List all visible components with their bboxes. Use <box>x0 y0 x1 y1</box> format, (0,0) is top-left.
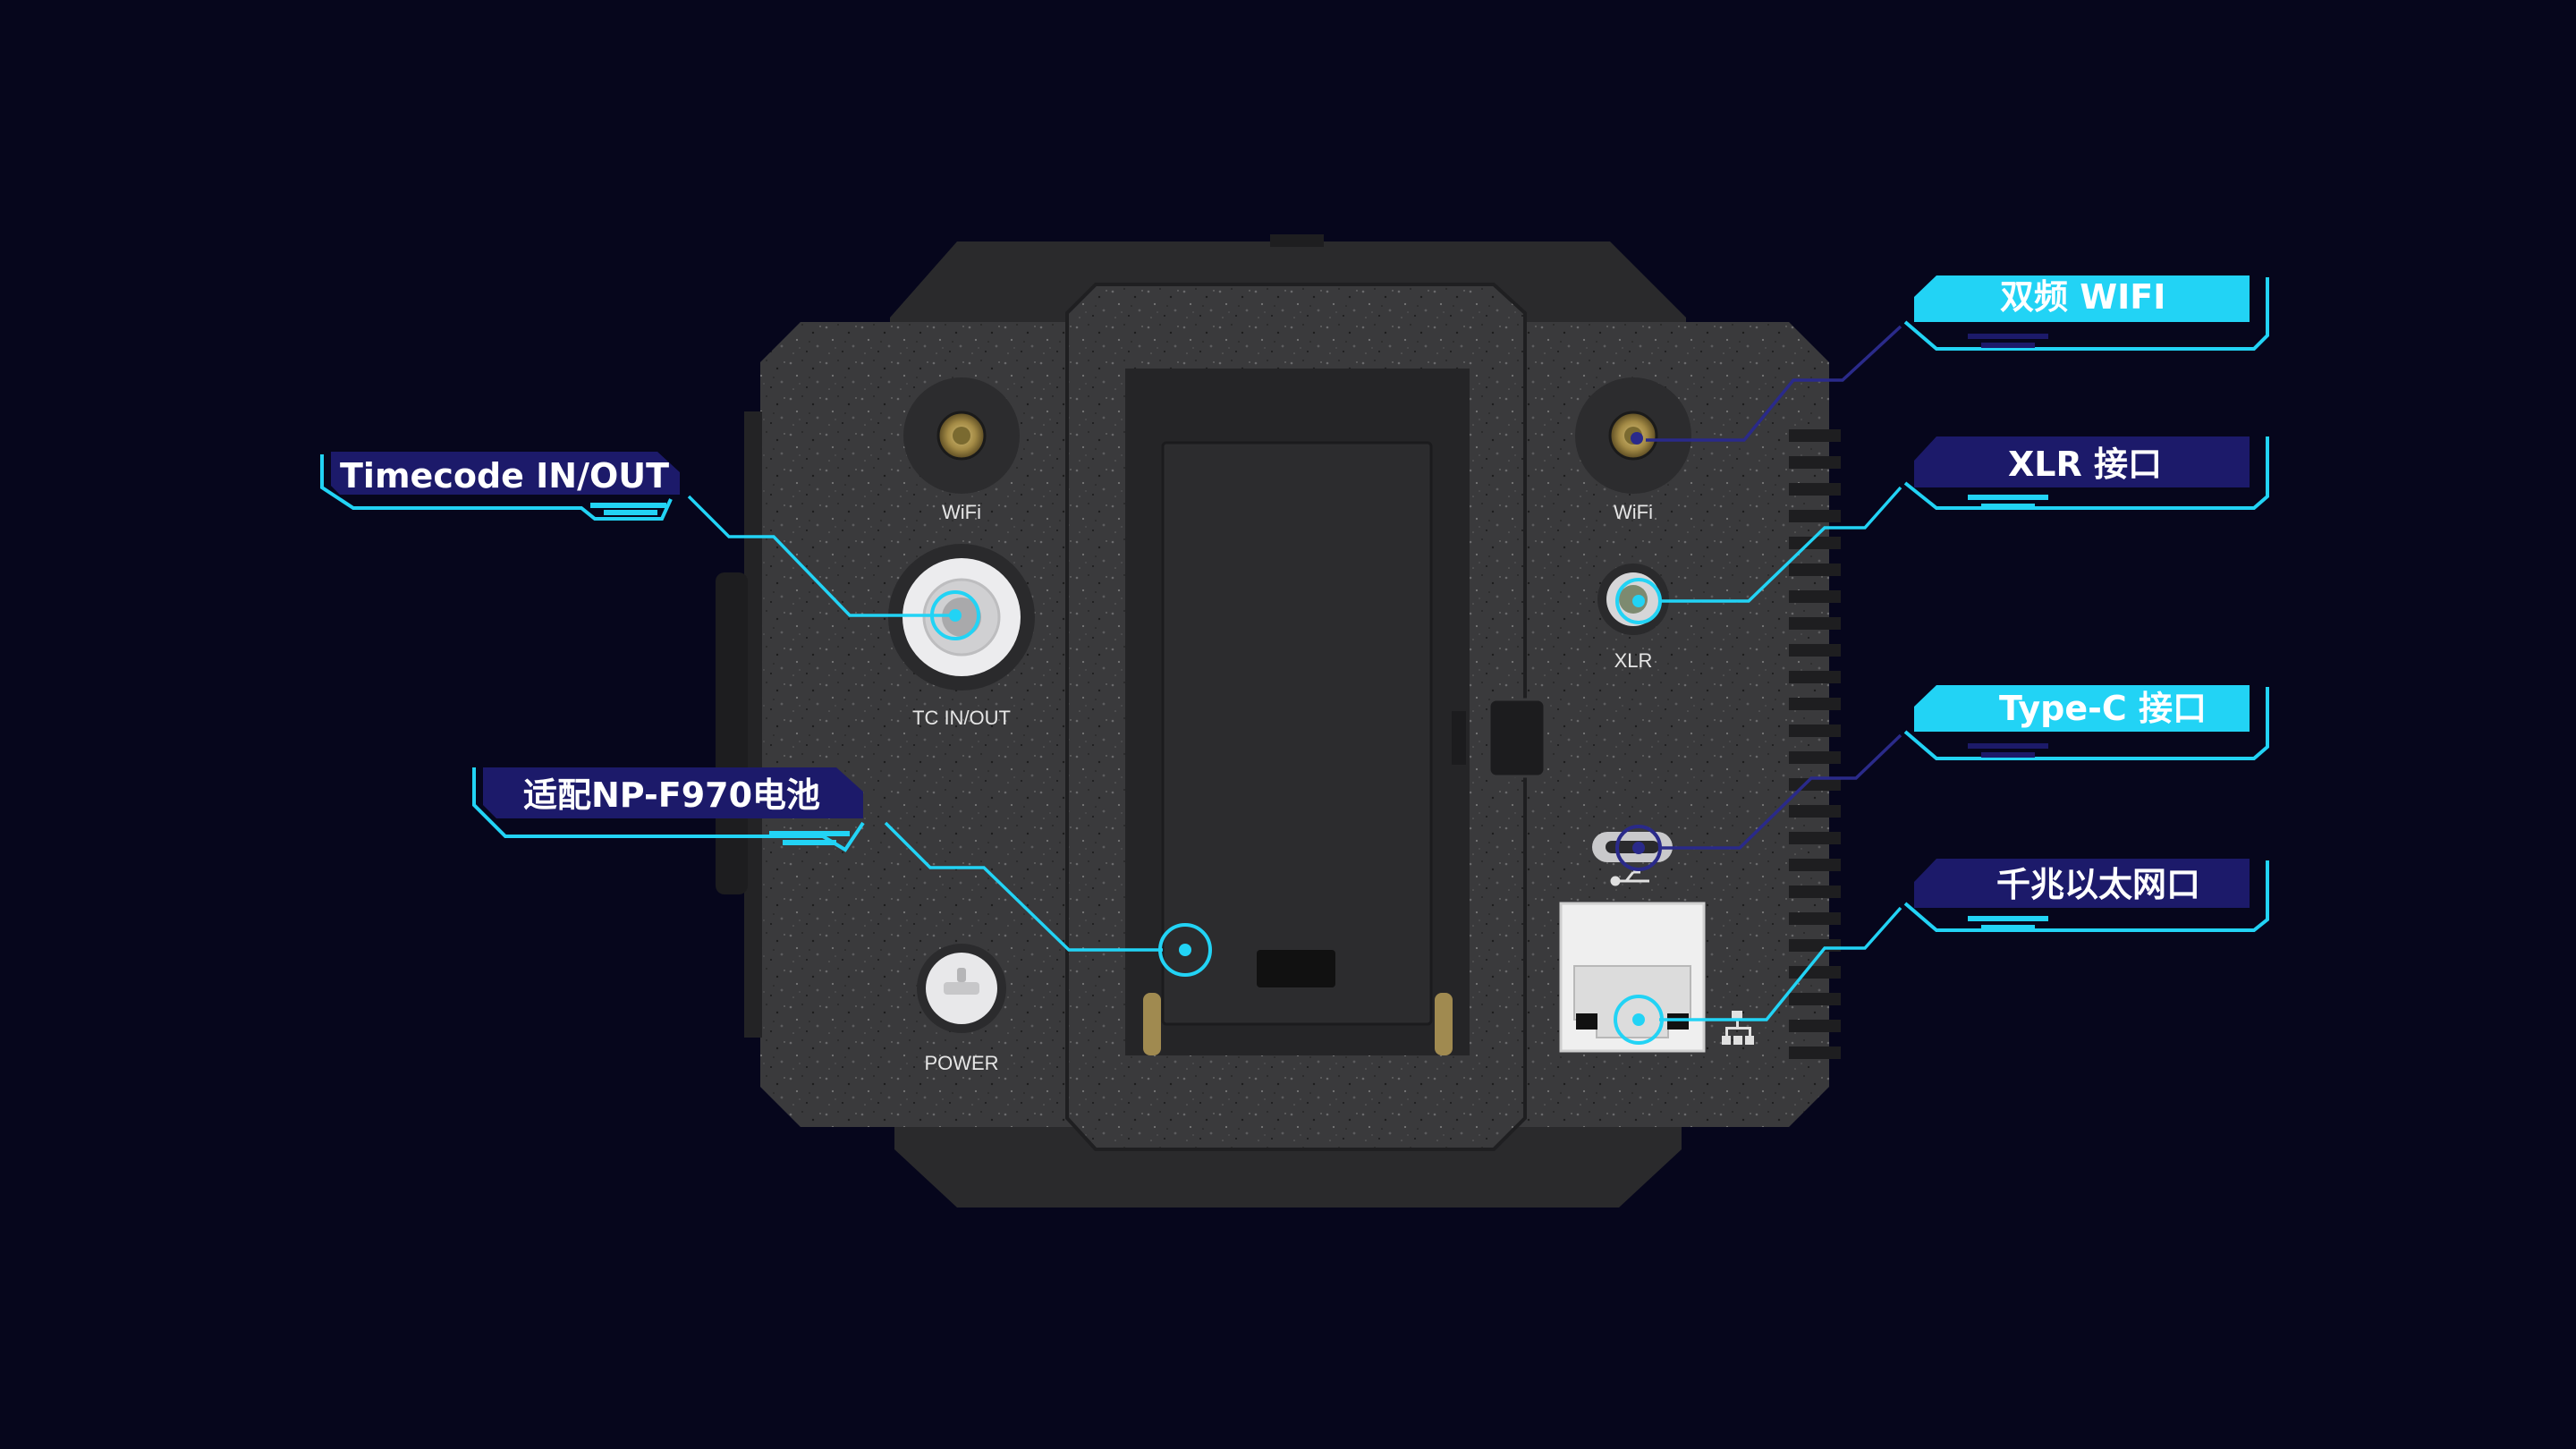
callout-xlr-ring <box>1615 578 1662 624</box>
callout-ethernet-frame <box>1903 860 2269 932</box>
wifi-left-label: WiFi <box>942 501 981 523</box>
callout-timecode-text: Timecode IN/OUT <box>340 456 669 496</box>
callout-dual-wifi-stripes <box>1968 334 2048 348</box>
callout-xlr-tag <box>1914 436 2250 487</box>
callout-ethernet-dot <box>1632 1013 1645 1026</box>
callout-ethernet-tag <box>1914 859 2250 908</box>
callout-battery-tag <box>483 767 863 818</box>
callout-ethernet-text: 千兆以太网口 <box>1996 865 2200 904</box>
wifi-right-label: WiFi <box>1614 501 1653 523</box>
battery-side-clip <box>1452 711 1466 765</box>
device-right-fins <box>1789 429 1841 1059</box>
callout-battery-ring <box>1158 923 1212 977</box>
callout-typec: Type-C 接口 <box>1615 685 2269 871</box>
power-label: POWER <box>924 1052 998 1074</box>
callout-typec-stripes <box>1968 743 2048 758</box>
callout-dual-wifi-dot <box>1631 432 1643 445</box>
device-top-notch <box>1270 234 1324 247</box>
callout-dual-wifi-leader <box>1646 325 1902 442</box>
callout-battery-frame <box>472 767 865 852</box>
battery-release-latch[interactable] <box>1487 698 1546 778</box>
callout-xlr: XLR 接口 <box>1615 436 2269 624</box>
callout-timecode-tag <box>331 452 680 495</box>
callout-xlr-dot <box>1632 595 1645 607</box>
callout-timecode-stripes <box>590 503 666 515</box>
callout-dual-wifi-frame <box>1903 277 2269 351</box>
device-left-fins <box>716 411 762 1038</box>
callout-battery-text: 适配NP-F970电池 <box>523 775 820 815</box>
callout-ethernet: 千兆以太网口 <box>1614 859 2269 1045</box>
callout-dual-wifi: 双频 WIFI <box>1631 275 2269 445</box>
tc-connector <box>888 544 1035 691</box>
battery-slot-inner <box>1161 441 1433 1026</box>
wifi-connector-left <box>903 377 1020 494</box>
callout-timecode-ring <box>930 590 980 640</box>
callout-timecode-frame <box>320 454 673 521</box>
callout-battery-stripes <box>769 831 850 845</box>
callout-timecode: Timecode IN/OUT <box>320 452 980 640</box>
callout-typec-ring <box>1615 825 1662 871</box>
callout-dual-wifi-tag <box>1914 275 2250 322</box>
usb-icon <box>1610 870 1649 886</box>
callout-ethernet-ring <box>1614 995 1664 1045</box>
callout-xlr-frame <box>1903 436 2269 510</box>
callout-typec-text: Type-C 接口 <box>1999 689 2207 728</box>
device: WiFi TC IN/OUT POWER WiFi <box>716 234 1841 1208</box>
xlr-label: XLR <box>1614 649 1653 672</box>
callout-xlr-stripes <box>1968 495 2048 509</box>
callout-timecode-leader <box>687 495 953 617</box>
tc-label: TC IN/OUT <box>912 707 1011 729</box>
power-button[interactable] <box>917 944 1006 1033</box>
callout-dual-wifi-text: 双频 WIFI <box>2000 277 2165 317</box>
callout-battery-dot <box>1179 944 1191 956</box>
callout-typec-tag <box>1914 685 2250 732</box>
callout-battery-leader <box>884 821 1163 952</box>
battery-gold-pins <box>1143 993 1453 1055</box>
callout-typec-frame <box>1903 687 2269 760</box>
callout-ethernet-stripes <box>1968 916 2048 930</box>
callout-typec-dot <box>1632 842 1645 854</box>
battery-lock-switch[interactable] <box>1257 950 1335 987</box>
callout-xlr-leader <box>1659 486 1902 603</box>
callout-timecode-dot <box>949 609 962 622</box>
callout-xlr-text: XLR 接口 <box>2008 445 2162 484</box>
callout-ethernet-leader <box>1659 906 1902 1021</box>
callout-typec-leader <box>1659 733 1902 850</box>
network-icon <box>1722 1011 1754 1045</box>
ethernet-port <box>1559 902 1706 1053</box>
callout-battery: 适配NP-F970电池 <box>472 767 1212 977</box>
